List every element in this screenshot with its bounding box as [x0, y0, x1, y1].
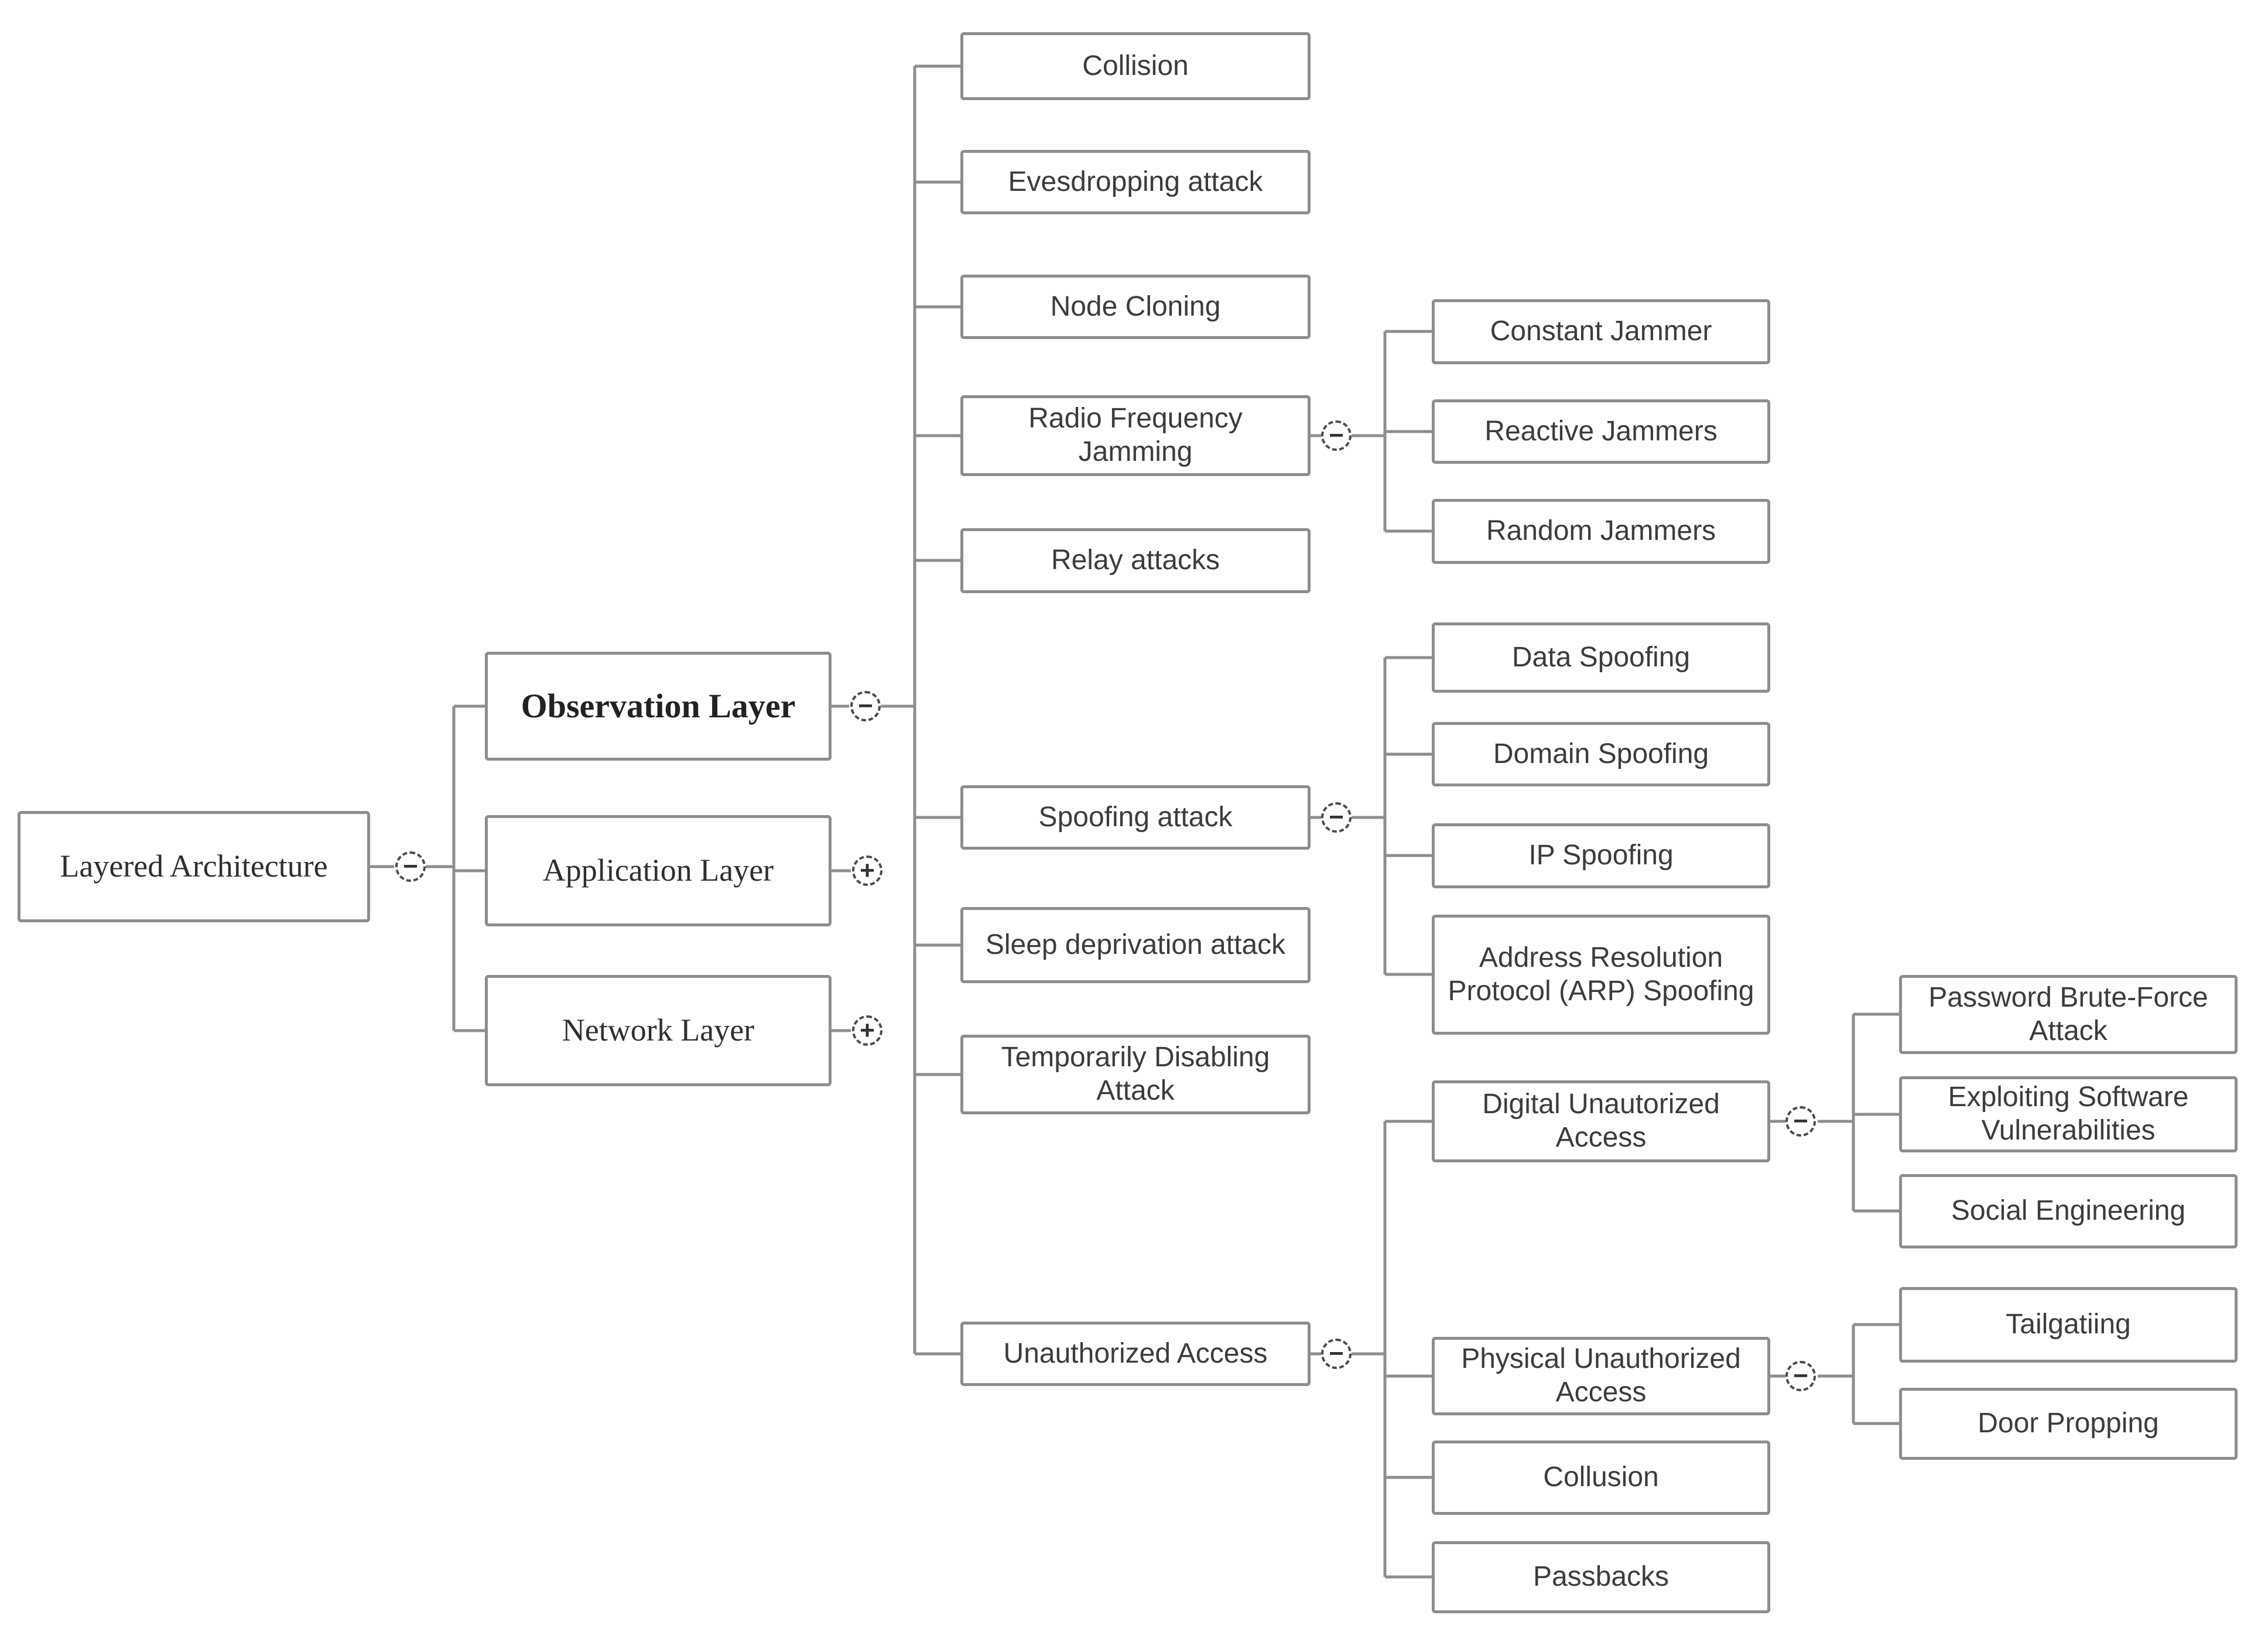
- expand-icon-network-layer[interactable]: +: [852, 1015, 882, 1046]
- node-label: Layered Architecture: [60, 848, 328, 884]
- collapse-glyph: −: [1329, 1339, 1344, 1368]
- node-physical-unauthorized-access[interactable]: Physical Unauthorized Access: [1432, 1337, 1770, 1415]
- node-label: Door Propping: [1978, 1408, 2159, 1439]
- node-label: Random Jammers: [1486, 515, 1716, 547]
- node-label: Constant Jammer: [1490, 316, 1712, 347]
- collapse-glyph: −: [1793, 1107, 1808, 1135]
- node-label: Application Layer: [542, 853, 774, 888]
- node-domain-spoofing[interactable]: Domain Spoofing: [1432, 722, 1770, 786]
- node-label: Collision: [1082, 50, 1189, 81]
- node-passbacks[interactable]: Passbacks: [1432, 1541, 1770, 1613]
- node-label: Unauthorized Access: [1003, 1337, 1268, 1369]
- node-observation-layer[interactable]: Observation Layer: [485, 652, 832, 761]
- node-label: Reactive Jammers: [1484, 415, 1718, 447]
- node-label: Data Spoofing: [1511, 641, 1691, 673]
- node-label: Collusion: [1543, 1462, 1659, 1493]
- node-label: Password Brute-Force Attack: [1928, 981, 2208, 1046]
- node-label: Network Layer: [562, 1012, 755, 1048]
- node-label: Observation Layer: [521, 686, 796, 725]
- collapse-icon-physical-unauthorized-access[interactable]: −: [1785, 1361, 1816, 1391]
- node-label: IP Spoofing: [1528, 840, 1674, 871]
- node-reactive-jammers[interactable]: Reactive Jammers: [1432, 399, 1770, 464]
- node-label: Temporarily Disabling Attack: [1001, 1042, 1270, 1106]
- node-node-cloning[interactable]: Node Cloning: [960, 275, 1311, 339]
- node-exploiting-software-vulnerabilities[interactable]: Exploiting Software Vulnerabilities: [1899, 1076, 2238, 1152]
- node-collusion[interactable]: Collusion: [1432, 1440, 1770, 1515]
- node-label: Social Engineering: [1951, 1195, 2186, 1227]
- collapse-icon-spoofing-attack[interactable]: −: [1321, 802, 1352, 833]
- node-relay-attacks[interactable]: Relay attacks: [960, 528, 1311, 593]
- node-digital-unautorized-access[interactable]: Digital Unautorized Access: [1432, 1080, 1770, 1162]
- node-network-layer[interactable]: Network Layer: [485, 975, 832, 1086]
- node-label: Radio Frequency Jamming: [1028, 403, 1243, 467]
- node-social-engineering[interactable]: Social Engineering: [1899, 1174, 2238, 1248]
- collapse-icon-layered-architecture[interactable]: −: [395, 851, 426, 882]
- node-password-brute-force-attack[interactable]: Password Brute-Force Attack: [1899, 975, 2238, 1054]
- node-label: Sleep deprivation attack: [985, 929, 1286, 960]
- node-label: Relay attacks: [1051, 545, 1220, 576]
- node-data-spoofing[interactable]: Data Spoofing: [1432, 622, 1770, 693]
- node-layered-architecture[interactable]: Layered Architecture: [18, 811, 370, 922]
- collapse-glyph: −: [1329, 803, 1344, 832]
- node-label: Node Cloning: [1050, 290, 1221, 322]
- node-temporarily-disabling-attack[interactable]: Temporarily Disabling Attack: [960, 1035, 1311, 1114]
- collapse-icon-observation-layer[interactable]: −: [850, 691, 881, 721]
- node-unauthorized-access[interactable]: Unauthorized Access: [960, 1322, 1311, 1386]
- node-ip-spoofing[interactable]: IP Spoofing: [1432, 823, 1770, 888]
- expand-glyph: +: [860, 1016, 875, 1045]
- expand-icon-application-layer[interactable]: +: [852, 856, 882, 886]
- expand-glyph: +: [860, 856, 875, 885]
- node-label: Domain Spoofing: [1493, 738, 1709, 769]
- collapse-glyph: −: [1329, 421, 1344, 450]
- node-random-jammers[interactable]: Random Jammers: [1432, 499, 1770, 564]
- node-label: Evesdropping attack: [1008, 166, 1263, 197]
- node-label: Spoofing attack: [1038, 801, 1233, 833]
- node-label: Physical Unauthorized Access: [1461, 1343, 1741, 1408]
- node-evesdropping-attack[interactable]: Evesdropping attack: [960, 150, 1311, 214]
- node-tailgatiing[interactable]: Tailgatiing: [1899, 1287, 2238, 1363]
- collapse-glyph: −: [1793, 1361, 1808, 1390]
- node-constant-jammer[interactable]: Constant Jammer: [1432, 299, 1770, 364]
- node-door-propping[interactable]: Door Propping: [1899, 1388, 2238, 1460]
- node-sleep-deprivation-attack[interactable]: Sleep deprivation attack: [960, 907, 1311, 983]
- node-label: Exploiting Software Vulnerabilities: [1948, 1082, 2189, 1146]
- collapse-glyph: −: [858, 692, 873, 720]
- node-label: Digital Unautorized Access: [1482, 1089, 1720, 1153]
- node-label: Passbacks: [1532, 1561, 1670, 1593]
- node-spoofing-attack[interactable]: Spoofing attack: [960, 785, 1311, 850]
- collapse-glyph: −: [403, 852, 418, 881]
- node-application-layer[interactable]: Application Layer: [485, 815, 832, 926]
- collapse-icon-radio-frequency-jamming[interactable]: −: [1321, 420, 1352, 451]
- node-label: Tailgatiing: [2006, 1309, 2131, 1340]
- node-radio-frequency-jamming[interactable]: Radio Frequency Jamming: [960, 395, 1311, 476]
- node-label: Address Resolution Protocol (ARP) Spoofi…: [1448, 942, 1754, 1007]
- collapse-icon-digital-unautorized-access[interactable]: −: [1785, 1106, 1816, 1137]
- node-collision[interactable]: Collision: [960, 32, 1311, 100]
- node-arp-spoofing[interactable]: Address Resolution Protocol (ARP) Spoofi…: [1432, 915, 1770, 1035]
- collapse-icon-unauthorized-access[interactable]: −: [1321, 1339, 1352, 1369]
